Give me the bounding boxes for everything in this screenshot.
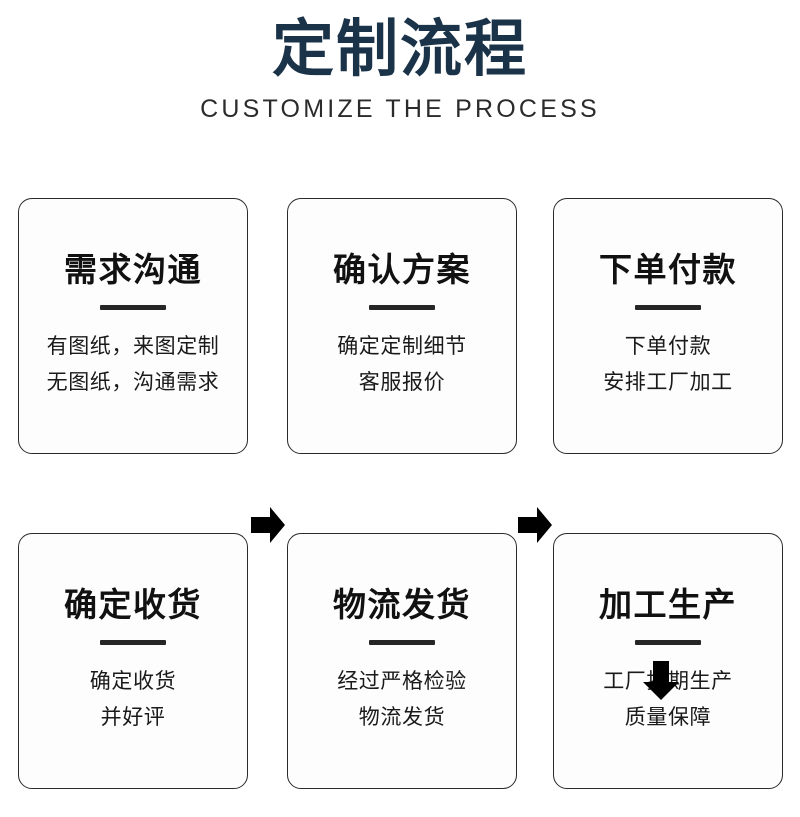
page-header: 定制流程 CUSTOMIZE THE PROCESS [0,16,800,124]
step-line-2-2: 客服报价 [358,370,446,395]
step-title-3: 下单付款 [599,249,737,289]
step-description-1: 有图纸，来图定制 无图纸，沟通需求 [47,328,220,400]
step-line-3-2: 安排工厂加工 [603,370,733,395]
step-description-2: 确定定制细节 客服报价 [337,328,467,400]
step-card-5[interactable]: 物流发货 经过严格检验 物流发货 [287,533,517,789]
step-line-1-2: 无图纸，沟通需求 [46,370,220,395]
arrow-down-icon [642,661,680,701]
step-divider-1 [100,305,166,311]
step-divider-5 [369,640,435,646]
step-line-2-1: 确定定制细节 [337,334,467,359]
step-card-3[interactable]: 下单付款 下单付款 安排工厂加工 [553,198,783,454]
step-line-1-1: 有图纸，来图定制 [46,334,220,359]
step-line-3-1: 下单付款 [624,334,712,359]
step-description-6: 确定收货 并好评 [90,663,176,735]
step-title-1: 需求沟通 [64,249,202,289]
step-card-2[interactable]: 确认方案 确定定制细节 客服报价 [287,198,517,454]
arrow-right-icon [518,506,552,544]
arrow-right-icon [251,506,285,544]
step-divider-2 [369,305,435,311]
step-line-4-2: 质量保障 [624,705,712,730]
step-title-5: 物流发货 [333,584,471,624]
step-title-2: 确认方案 [333,249,471,289]
step-divider-6 [100,640,166,646]
step-line-6-1: 确定收货 [89,669,177,694]
step-card-6[interactable]: 确定收货 确定收货 并好评 [18,533,248,789]
step-line-5-1: 经过严格检验 [337,669,467,694]
step-card-1[interactable]: 需求沟通 有图纸，来图定制 无图纸，沟通需求 [18,198,248,454]
step-divider-3 [635,305,701,311]
step-line-5-2: 物流发货 [358,705,446,730]
step-description-5: 经过严格检验 物流发货 [337,663,467,735]
step-title-6: 确定收货 [64,584,202,624]
flow-diagram: 需求沟通 有图纸，来图定制 无图纸，沟通需求 确认方案 确定定制细节 客服报价 … [0,198,800,798]
page-subtitle: CUSTOMIZE THE PROCESS [200,95,600,124]
step-line-6-2: 并好评 [100,705,166,730]
page-title: 定制流程 [271,12,528,85]
step-description-3: 下单付款 安排工厂加工 [603,328,733,400]
step-title-4: 加工生产 [599,584,737,624]
step-card-4[interactable]: 加工生产 工厂按期生产 质量保障 [553,533,783,789]
step-divider-4 [635,640,701,646]
